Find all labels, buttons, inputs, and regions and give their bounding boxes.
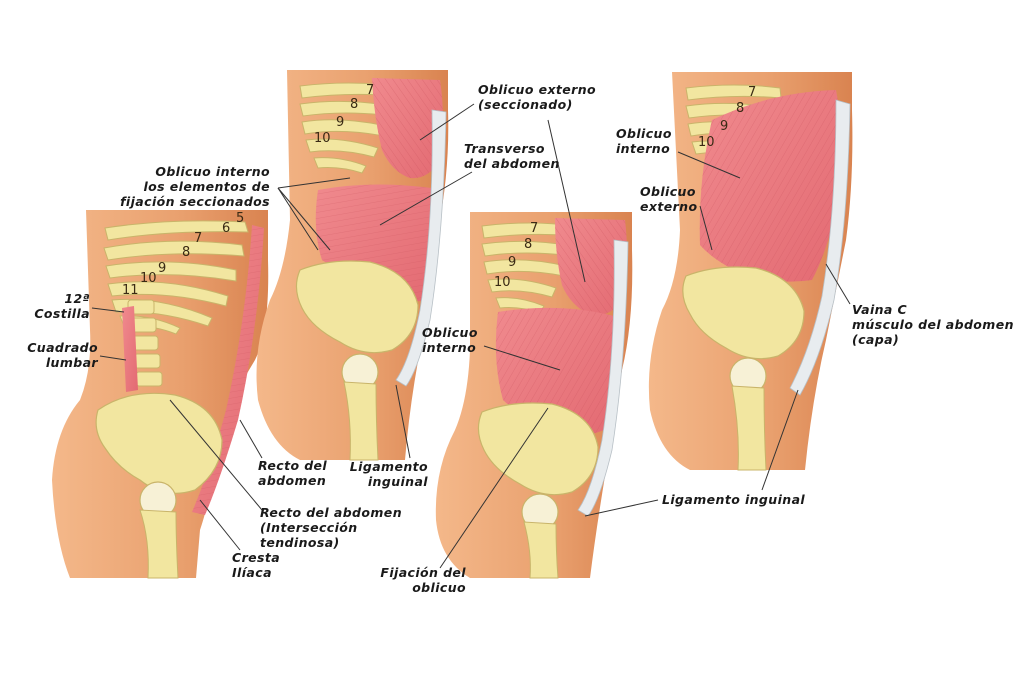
figure-4-femur — [729, 357, 767, 471]
fig2-rib-num: 10 — [314, 131, 331, 146]
figure-2-torso — [256, 70, 449, 461]
figure-2-femur — [341, 353, 379, 461]
figure-1-femur — [139, 481, 179, 579]
label-inguinal-ligament-fig3: Ligamento inguinal — [662, 492, 806, 507]
figure-1-torso — [52, 210, 269, 579]
fig4-rib-num: 8 — [736, 101, 744, 116]
figure-1-pelvis — [95, 392, 223, 494]
fig1-rib-num: 11 — [122, 283, 139, 298]
fig3-rib-num: 10 — [494, 275, 511, 290]
fig4-rib-num: 10 — [698, 135, 715, 150]
rib-numbers: 5 6 7 8 9 10 11 7 8 9 10 7 8 9 10 7 8 9 … — [122, 83, 756, 298]
fig2-rib-num: 9 — [336, 115, 344, 130]
figure-3-torso — [435, 212, 633, 579]
fig4-rib-num: 7 — [748, 85, 756, 100]
fig3-rib-num: 7 — [530, 221, 538, 236]
figure-4-sheath — [789, 99, 851, 396]
figure-1-spine — [127, 299, 163, 387]
fig2-rib-num: 8 — [350, 97, 358, 112]
fig1-rib-num: 7 — [194, 231, 202, 246]
label-external-oblique-cut: Oblicuo externo(seccionado) — [478, 82, 597, 112]
figure-4-torso — [648, 72, 853, 471]
figure-3-femur — [521, 493, 559, 579]
fig3-rib-num: 9 — [508, 255, 516, 270]
figure-4-pelvis — [682, 266, 805, 360]
fig2-rib-num: 7 — [366, 83, 374, 98]
figure-3-ribs — [481, 222, 577, 314]
fig1-rib-num: 8 — [182, 245, 190, 260]
figure-3-fascia — [577, 239, 629, 517]
fig4-rib-num: 9 — [720, 119, 728, 134]
fig1-rib-num: 10 — [140, 271, 157, 286]
figure-2-fascia — [395, 109, 447, 387]
figure-1-quadratus-lumborum — [122, 306, 138, 392]
figure-3-pelvis — [477, 402, 599, 496]
fig1-rib-num: 5 — [236, 211, 244, 226]
fig1-rib-num: 6 — [222, 221, 230, 236]
fig1-rib-num: 9 — [158, 261, 166, 276]
fig3-rib-num: 8 — [524, 237, 532, 252]
leader-lines — [91, 103, 851, 569]
figure-2-pelvis — [295, 260, 419, 354]
figure-2-ribs — [299, 82, 397, 174]
